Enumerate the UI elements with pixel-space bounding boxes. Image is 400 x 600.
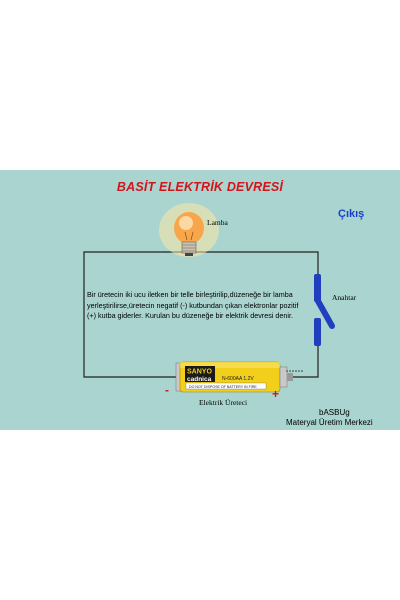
- credit-line-2: Materyal Üretim Merkezi: [286, 418, 373, 427]
- generator-label: Elektrik Üreteci: [199, 398, 248, 407]
- lamp-icon: [159, 203, 219, 257]
- slide-canvas: SANYO cadnica N-600AA 1.2V DO NOT DISPOS…: [0, 170, 400, 430]
- negative-terminal-sign: -: [165, 383, 169, 397]
- switch-icon[interactable]: [314, 274, 335, 346]
- battery-warning: DO NOT DISPOSE OF BATTERY IN FIRE: [189, 385, 257, 389]
- lamp-label: Lamba: [207, 218, 228, 227]
- switch-label: Anahtar: [332, 293, 357, 302]
- credit-line-1: bASBUg: [319, 408, 350, 417]
- description-text: Bir üretecin iki ucu iletken bir telle b…: [87, 290, 299, 320]
- circuit-diagram: SANYO cadnica N-600AA 1.2V DO NOT DISPOS…: [83, 203, 335, 393]
- battery-sub-brand: cadnica: [187, 376, 212, 383]
- battery-brand: SANYO: [187, 369, 212, 376]
- battery-icon: SANYO cadnica N-600AA 1.2V DO NOT DISPOS…: [175, 361, 293, 393]
- wire-bottom-right: [293, 345, 319, 378]
- wire-top-right: [196, 251, 319, 276]
- battery-terminal-dots: [286, 370, 303, 372]
- wire-left: [83, 251, 182, 378]
- battery-model: N-600AA 1.2V: [222, 376, 254, 382]
- page-title: BASİT ELEKTRİK DEVRESİ: [116, 180, 284, 194]
- positive-terminal-sign: +: [272, 387, 280, 401]
- exit-button[interactable]: Çıkış: [338, 208, 365, 220]
